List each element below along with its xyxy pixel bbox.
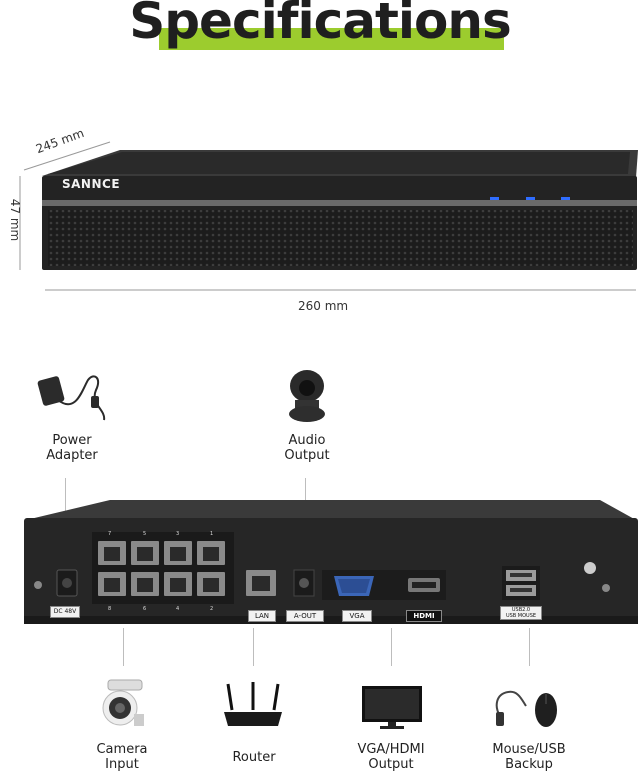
mouse-usb-backup-label: Mouse/USB Backup — [492, 742, 566, 772]
poe-number: 8 — [108, 606, 112, 612]
title-highlight-bar — [159, 28, 504, 50]
lan-port-label: LAN — [248, 610, 276, 622]
dc-power-label: DC 48V — [50, 606, 80, 618]
camera-connector-line — [123, 628, 124, 666]
usb-connector-line — [529, 628, 530, 666]
poe-number: 2 — [210, 606, 214, 612]
display-connector-line — [391, 628, 392, 666]
monitor-icon — [362, 686, 422, 729]
title-area: Specifications — [0, 0, 640, 60]
vga-port-label: VGA — [342, 610, 372, 622]
power-adapter-label: Power Adapter — [46, 433, 98, 463]
mouse-icon — [495, 690, 557, 727]
router-connector-line — [253, 628, 254, 666]
usb-port-label: USB2.0 USB MOUSE — [500, 606, 542, 620]
hdmi-port-label: HDMI — [406, 610, 442, 622]
router-icon — [224, 682, 282, 726]
camera-input-label: Camera Input — [96, 742, 148, 772]
poe-number: 5 — [143, 531, 147, 537]
power-adapter-icon — [37, 375, 106, 421]
audio-output-label: Audio Output — [284, 433, 330, 463]
poe-number: 6 — [143, 606, 147, 612]
camera-icon — [102, 679, 144, 726]
page-title: Specifications — [129, 0, 512, 50]
audio-out-port-label: A-OUT — [286, 610, 324, 622]
nvr-rear-illustration — [24, 500, 638, 624]
poe-number: 1 — [210, 531, 214, 537]
front-vent-mesh — [48, 210, 633, 266]
nvr-front-illustration — [19, 141, 638, 291]
poe-number: 3 — [176, 531, 180, 537]
poe-number: 7 — [108, 531, 112, 537]
speaker-icon — [289, 370, 325, 422]
height-dimension: 47 mm — [8, 198, 23, 242]
router-label: Router — [232, 750, 276, 765]
brand-logo: SANNCE — [62, 177, 121, 191]
poe-number: 4 — [176, 606, 180, 612]
vga-hdmi-output-label: VGA/HDMI Output — [357, 742, 425, 772]
width-dimension: 260 mm — [298, 299, 349, 313]
